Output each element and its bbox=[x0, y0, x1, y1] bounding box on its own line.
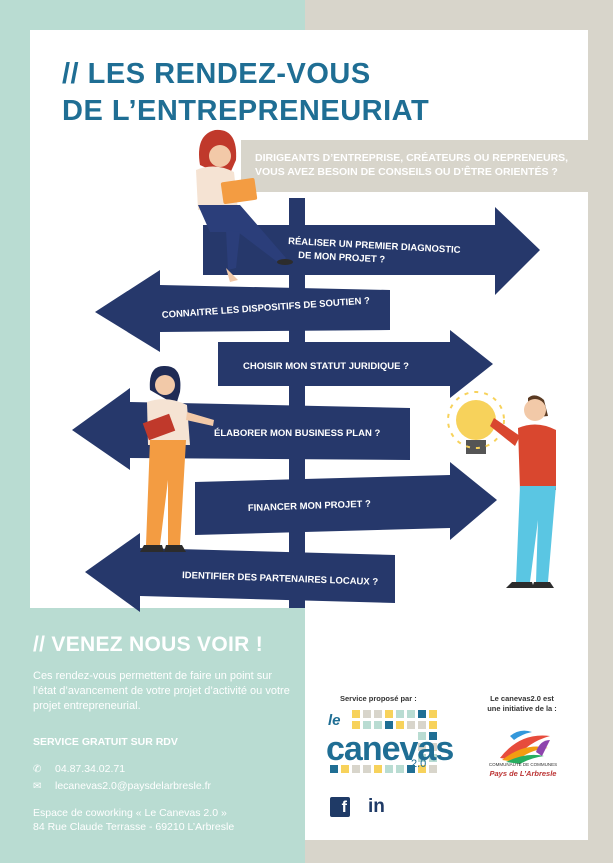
arrow-3 bbox=[218, 330, 493, 398]
cc-small-label: COMMUNAUTÉ DE COMMUNES bbox=[488, 762, 558, 767]
service-label: SERVICE GRATUIT SUR RDV bbox=[33, 736, 178, 748]
man-with-lightbulb bbox=[447, 391, 556, 588]
woman-with-folder bbox=[140, 365, 214, 552]
canevas-logo-word: canevas bbox=[326, 730, 454, 768]
email-row: ✉ lecanevas2.0@paysdelarbresle.fr bbox=[33, 780, 211, 792]
arrow-4-label: ÉLABORER MON BUSINESS PLAN ? bbox=[214, 428, 380, 439]
grid-square bbox=[418, 743, 426, 751]
arrow-5 bbox=[195, 462, 497, 540]
grid-square bbox=[418, 754, 426, 762]
initiative-line-2: une initiative de la : bbox=[487, 704, 557, 713]
grid-square bbox=[352, 710, 360, 718]
grid-square bbox=[396, 765, 404, 773]
phone-icon: ✆ bbox=[33, 763, 42, 775]
mail-icon: ✉ bbox=[33, 780, 42, 792]
arrow-3-label: CHOISIR MON STATUT JURIDIQUE ? bbox=[243, 361, 409, 372]
woman-with-laptop bbox=[196, 129, 293, 282]
grid-square bbox=[418, 765, 426, 773]
grid-square bbox=[407, 710, 415, 718]
grid-square bbox=[385, 710, 393, 718]
grid-square bbox=[429, 732, 437, 740]
grid-square bbox=[363, 710, 371, 718]
grid-square bbox=[429, 743, 437, 751]
subtitle-box bbox=[241, 140, 588, 192]
initiative-label: Le canevas2.0 est une initiative de la : bbox=[477, 694, 567, 714]
address-line-2: 84 Rue Claude Terrasse - 69210 L’Arbresl… bbox=[33, 821, 235, 833]
title-line-1: // LES RENDEZ-VOUS bbox=[62, 58, 371, 90]
subtitle-line-2: VOUS AVEZ BESOIN DE CONSEILS OU D’ÊTRE O… bbox=[255, 166, 558, 178]
grid-square bbox=[418, 710, 426, 718]
grid-square bbox=[429, 710, 437, 718]
cc-name: Pays de L’Arbresle bbox=[489, 769, 557, 778]
grid-square bbox=[385, 721, 393, 729]
subtitle-line-1: DIRIGEANTS D’ENTREPRISE, CRÉATEURS OU RE… bbox=[255, 152, 569, 164]
description-text: Ces rendez-vous permettent de faire un p… bbox=[33, 670, 290, 712]
arrow-5-label: FINANCER MON PROJET ? bbox=[248, 499, 371, 514]
arrow-1-label-2: DE MON PROJET ? bbox=[298, 250, 386, 266]
grid-square bbox=[363, 765, 371, 773]
grid-square bbox=[396, 710, 404, 718]
grid-square bbox=[396, 721, 404, 729]
service-proposed-label: Service proposé par : bbox=[340, 694, 417, 703]
facebook-icon[interactable]: f bbox=[330, 797, 350, 817]
subtitle: DIRIGEANTS D’ENTREPRISE, CRÉATEURS OU RE… bbox=[255, 151, 590, 179]
canevas-logo-le: le bbox=[328, 712, 341, 729]
initiative-line-1: Le canevas2.0 est bbox=[490, 694, 554, 703]
address: Espace de coworking « Le Canevas 2.0 » 8… bbox=[33, 806, 293, 834]
phone-number[interactable]: 04.87.34.02.71 bbox=[55, 763, 126, 775]
grid-square bbox=[341, 765, 349, 773]
grid-square bbox=[374, 721, 382, 729]
social-links: f in bbox=[330, 796, 385, 818]
grid-square bbox=[418, 732, 426, 740]
arrow-6 bbox=[85, 533, 395, 612]
grid-square bbox=[385, 765, 393, 773]
grid-square bbox=[374, 765, 382, 773]
grid-square bbox=[352, 721, 360, 729]
canevas-logo-grid bbox=[330, 710, 437, 773]
page-title: // LES RENDEZ-VOUS DE L’ENTREPRENEURIAT bbox=[62, 56, 482, 130]
arrow-2 bbox=[95, 270, 390, 352]
email-address[interactable]: lecanevas2.0@paysdelarbresle.fr bbox=[55, 780, 211, 792]
grid-square bbox=[374, 710, 382, 718]
arrow-1 bbox=[203, 207, 540, 295]
grid-square bbox=[418, 721, 426, 729]
title-line-2: DE L’ENTREPRENEURIAT bbox=[62, 95, 430, 127]
phone-row: ✆ 04.87.34.02.71 bbox=[33, 763, 125, 775]
canevas-logo-version: 2.0 bbox=[411, 758, 427, 770]
pays-arbresle-logo bbox=[500, 730, 550, 764]
linkedin-icon[interactable]: in bbox=[368, 796, 385, 817]
grid-square bbox=[330, 765, 338, 773]
grid-square bbox=[363, 721, 371, 729]
grid-square bbox=[407, 721, 415, 729]
grid-square bbox=[429, 721, 437, 729]
grid-square bbox=[429, 754, 437, 762]
grid-square bbox=[407, 765, 415, 773]
grid-square bbox=[429, 765, 437, 773]
section-heading: // VENEZ NOUS VOIR ! bbox=[33, 633, 264, 656]
grid-square bbox=[352, 765, 360, 773]
address-line-1: Espace de coworking « Le Canevas 2.0 » bbox=[33, 807, 227, 819]
